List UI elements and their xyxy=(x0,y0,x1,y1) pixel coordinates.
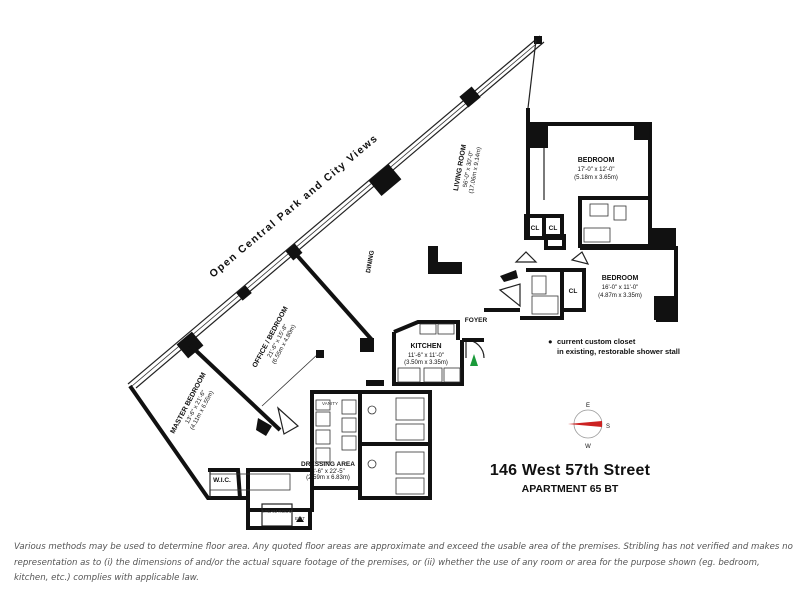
vanity-label: VANITY xyxy=(322,401,338,406)
compass: E S W xyxy=(568,403,610,450)
note-line-1: current custom closet xyxy=(557,337,636,346)
compass-needle-icon xyxy=(568,421,602,427)
dressing-area-label: DRESSING AREA 8'-6" x 22'-5" (2.59m x 6.… xyxy=(301,461,355,481)
foyer-label: FOYER xyxy=(465,317,488,324)
closet-label-2: CL xyxy=(549,225,558,232)
door-swing xyxy=(514,251,538,263)
kitchen-metric: (3.50m x 3.35m) xyxy=(404,360,448,366)
note-bullet: ● xyxy=(548,337,553,346)
column xyxy=(500,270,518,282)
bedroom1-name: BEDROOM xyxy=(578,157,615,164)
office-walls xyxy=(261,250,374,407)
dressing-bath-walls xyxy=(209,380,432,530)
bedroom-1-label: BEDROOM 17'-0" x 12'-0" (5.18m x 3.65m) xyxy=(574,157,618,181)
disclaimer-text: Various methods may be used to determine… xyxy=(14,542,793,583)
kitchen-label: KITCHEN 11'-6" x 11'-0" (3.50m x 3.35m) xyxy=(404,343,448,366)
bedroom1-dims: 17'-0" x 12'-0" xyxy=(578,167,615,173)
address-title: 146 West 57th Street xyxy=(489,462,651,479)
kitchen-foyer-walls xyxy=(392,308,520,386)
dining-label: DINING xyxy=(365,250,376,274)
entry-door-swing xyxy=(465,339,485,359)
column xyxy=(528,124,548,148)
structural-column xyxy=(428,246,462,274)
column xyxy=(654,296,676,320)
entry-arrow-icon xyxy=(470,354,478,366)
bedroom2-dims: 16'-0" x 11'-0" xyxy=(602,285,638,291)
door-swing xyxy=(276,406,300,435)
kitchen-dims: 11'-6" x 11'-0" xyxy=(408,353,444,359)
column xyxy=(652,228,676,248)
wic-label: W.I.C. xyxy=(213,477,231,484)
dressing-dims: 8'-6" x 22'-5" xyxy=(311,469,345,475)
closet-note: ● current custom closet in existing, res… xyxy=(548,337,718,357)
master-bedroom-label: MASTER BEDROOM 13'-6" x 21'-6" (4.11m x … xyxy=(170,371,216,435)
door-swing xyxy=(570,251,590,265)
master-wing-walls xyxy=(128,343,300,500)
closet-label-1: CL xyxy=(531,225,540,232)
door-swing xyxy=(498,283,521,308)
right-wing-walls xyxy=(498,39,678,322)
column xyxy=(368,163,402,197)
column xyxy=(236,285,252,301)
column xyxy=(634,124,652,140)
bedroom-2-label: BEDROOM 16'-0" x 11'-0" (4.87m x 3.35m) xyxy=(598,275,642,299)
kitchen-name: KITCHEN xyxy=(410,343,441,350)
floor-plan: Open Central Park and City Views LIVING … xyxy=(127,35,678,530)
column xyxy=(459,86,481,108)
tv-outlet xyxy=(316,350,324,358)
column xyxy=(366,380,384,386)
compass-e: E xyxy=(586,403,590,409)
column xyxy=(534,36,542,44)
closet-label-3: CL xyxy=(569,288,578,295)
exit-label: EXIT xyxy=(295,516,305,521)
window-wall xyxy=(127,35,545,389)
office-label: OFFICE / BEDROOM 21'-6" x 15'-8" (6.55m … xyxy=(252,305,298,369)
dressing-name: DRESSING AREA xyxy=(301,461,355,468)
apartment-subtitle: APARTMENT 65 BT xyxy=(521,483,619,495)
bedroom1-metric: (5.18m x 3.65m) xyxy=(574,175,618,181)
steam-room-label: STEAM ROOM xyxy=(262,509,293,514)
note-line-2: in existing, restorable shower stall xyxy=(557,347,680,356)
compass-w: W xyxy=(585,444,591,450)
exit-arrow xyxy=(296,516,304,522)
living-room-label: LIVING ROOM 56'-0" x 30'-0" (17.06m x 9.… xyxy=(453,144,483,194)
dressing-metric: (2.59m x 6.83m) xyxy=(306,475,350,481)
column xyxy=(256,418,272,436)
column xyxy=(360,338,374,352)
compass-s: S xyxy=(606,424,610,430)
bedroom2-metric: (4.87m x 3.35m) xyxy=(598,293,642,299)
bedroom2-name: BEDROOM xyxy=(602,275,639,282)
